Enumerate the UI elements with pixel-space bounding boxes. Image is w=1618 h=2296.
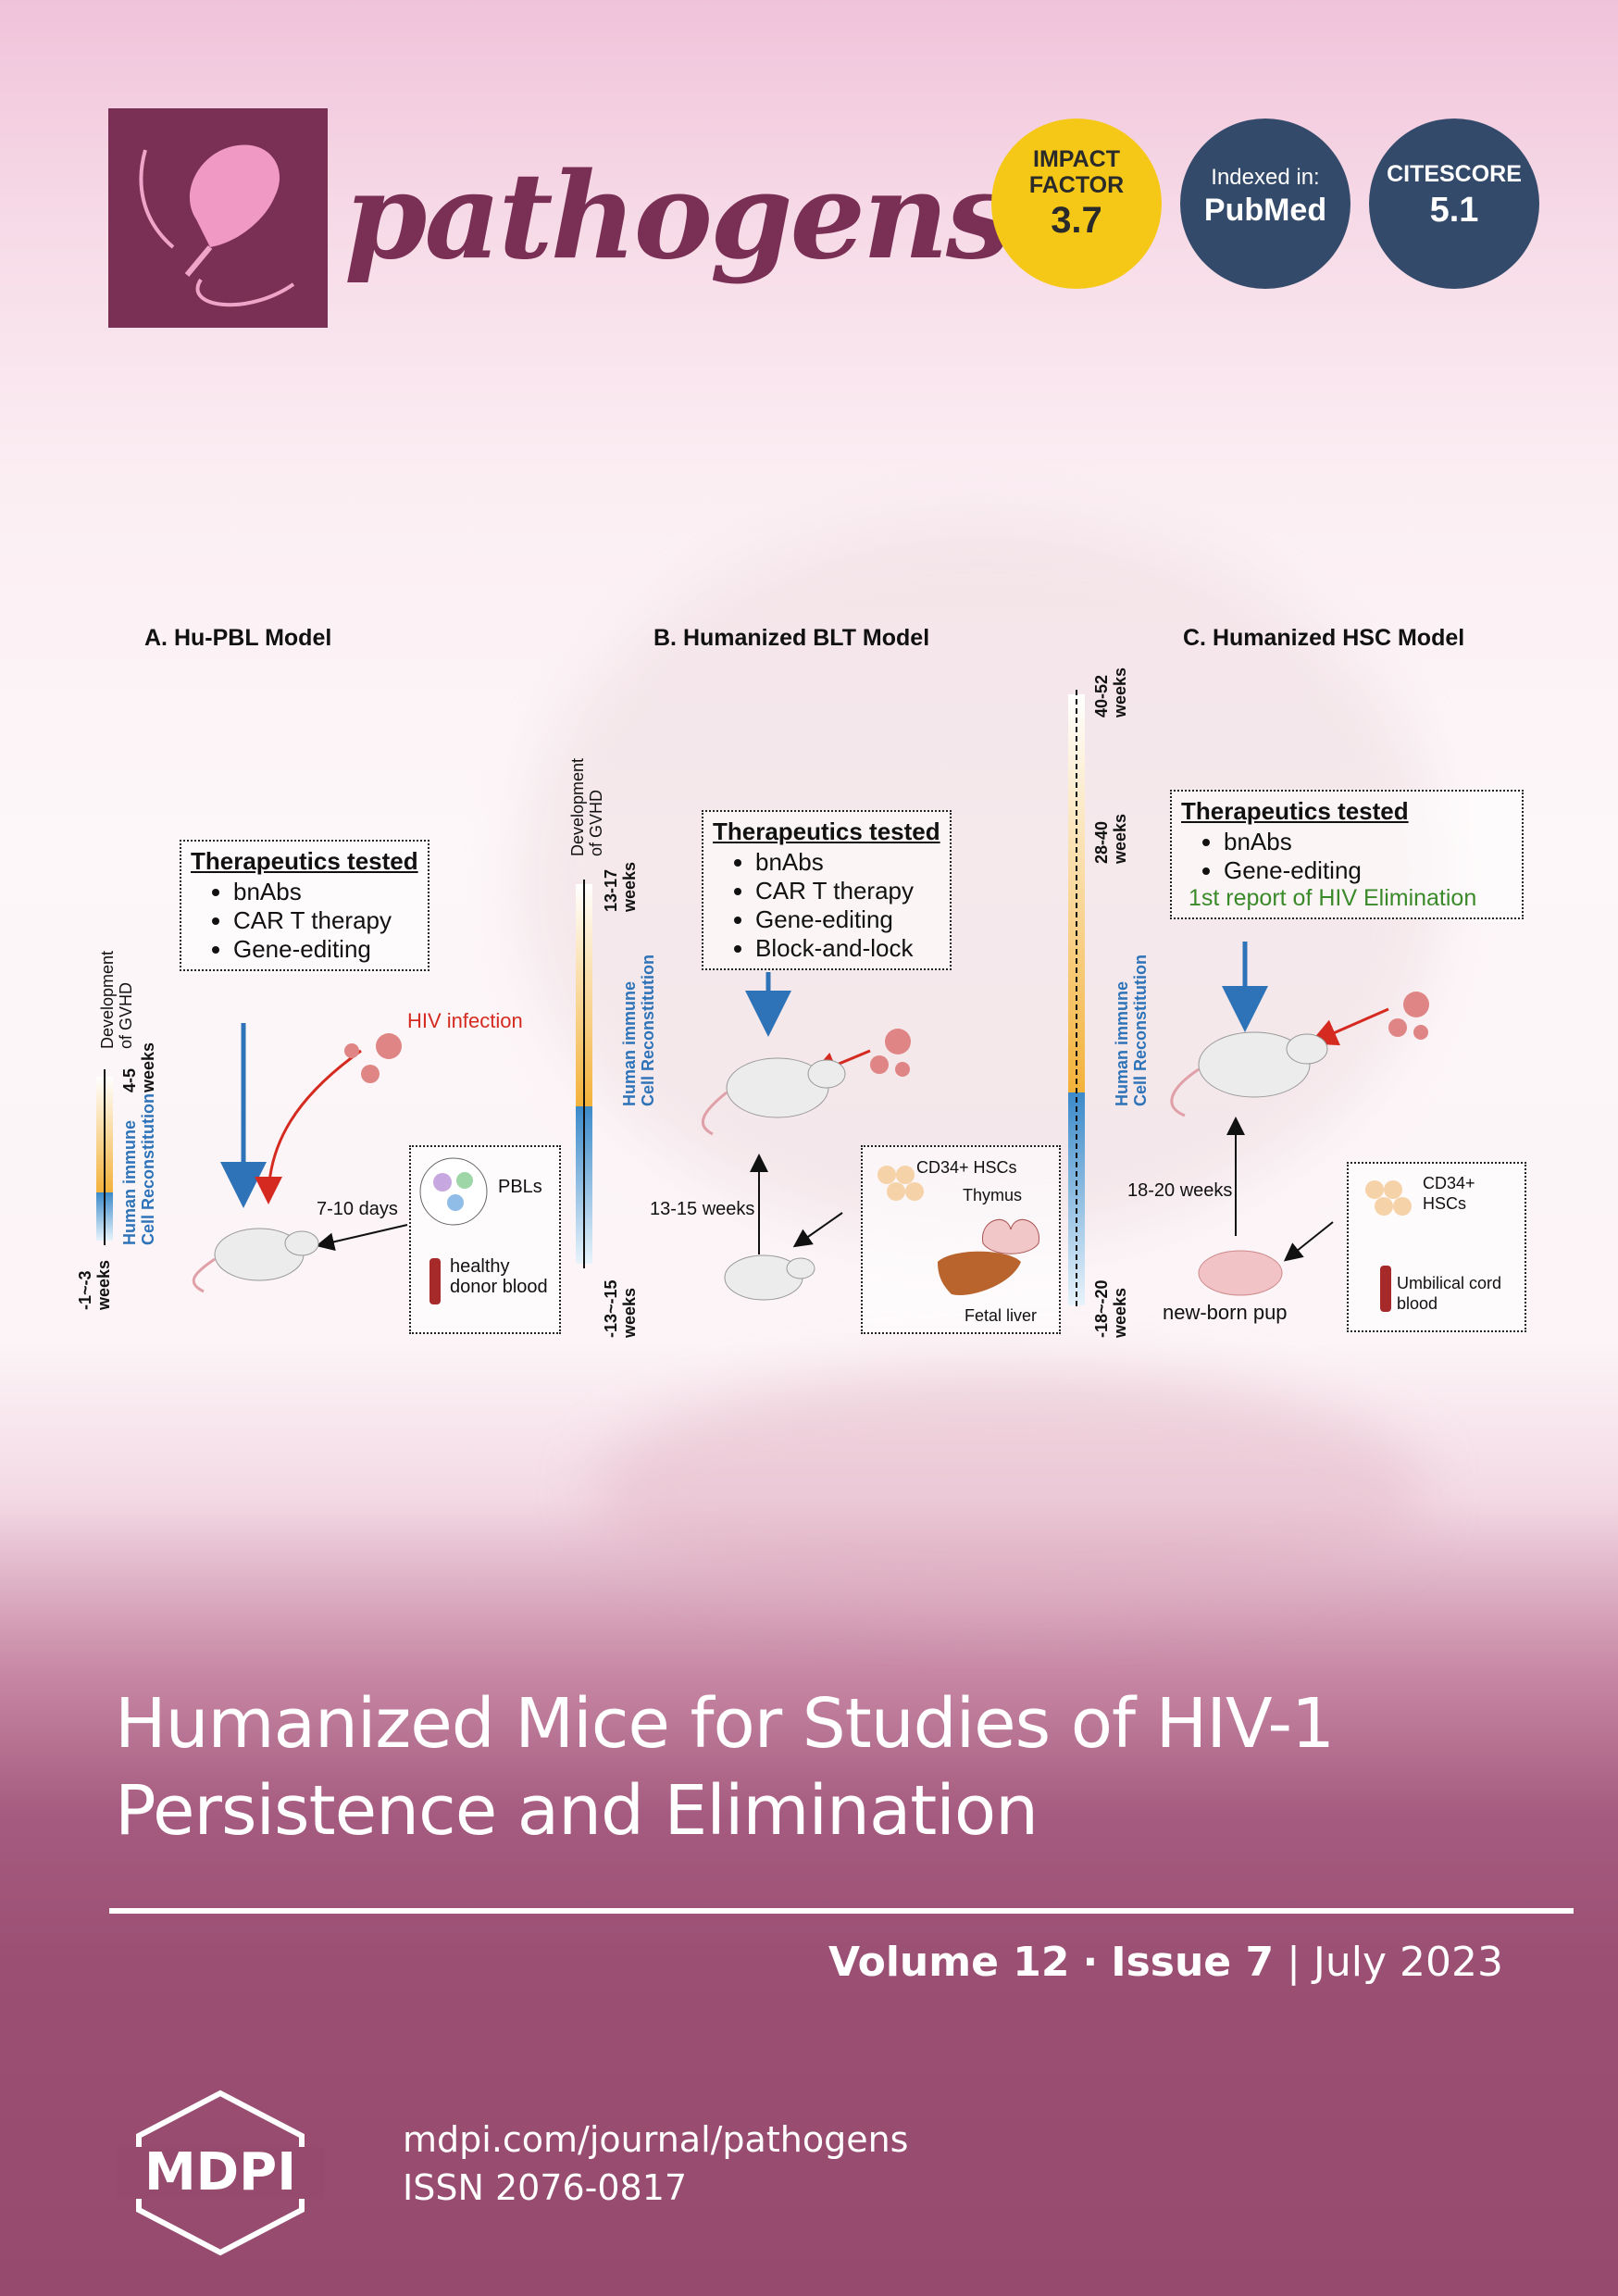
separator-bar: | (1287, 1939, 1301, 1986)
therapeutic-item: Block-and-lock (755, 934, 940, 963)
mouse-icon-c (1170, 1031, 1328, 1117)
hiv-infection-label: HIV infection (407, 1009, 523, 1032)
journal-logo (108, 108, 328, 328)
pup-icon (1198, 1250, 1283, 1296)
separator-dot: · (1082, 1939, 1099, 1986)
therapeutics-box-b: Therapeutics tested bnAbs CAR T therapy … (702, 810, 952, 970)
therapeutics-box-a: Therapeutics tested bnAbs CAR T therapy … (180, 840, 429, 971)
indexed-label: Indexed in: (1211, 165, 1320, 190)
impact-label-2: FACTOR (1028, 172, 1125, 198)
therapeutic-item: Gene-editing (755, 905, 940, 934)
therapeutics-list-c: bnAbs Gene-editing (1181, 828, 1512, 885)
pubmed-label: PubMed (1203, 193, 1327, 228)
journal-name: pathogens (344, 147, 1013, 286)
issue-label: Issue 7 (1111, 1939, 1275, 1986)
journal-url[interactable]: mdpi.com/journal/pathogens (403, 2119, 909, 2160)
pbls-label: PBLs (498, 1177, 542, 1197)
therapeutics-list-b: bnAbs CAR T therapy Gene-editing Block-a… (713, 848, 940, 963)
hsc-label-c: CD34+HSCs (1423, 1174, 1475, 1213)
issue-info: Volume 12 · Issue 7 | July 2023 (828, 1939, 1503, 1986)
elimination-label: 1st report of HIV Elimination (1189, 885, 1477, 911)
hsc-cluster-icon (877, 1166, 924, 1201)
therapeutic-item: CAR T therapy (233, 906, 418, 935)
days-label: 7-10 days (317, 1199, 398, 1219)
liver-icon (938, 1251, 1021, 1295)
article-title-line-2: Persistence and Elimination (115, 1771, 1039, 1851)
cells-icon (419, 1157, 488, 1226)
journal-site: mdpi.com/journal/pathogens ISSN 2076-081… (403, 2115, 908, 2212)
pup-label: new-born pup (1163, 1301, 1288, 1324)
mdpi-logo: MDPI (107, 2090, 334, 2256)
indexed-badge: Indexed in: PubMed (1180, 119, 1350, 289)
mouse-icon-a (192, 1228, 319, 1293)
therapeutic-item: bnAbs (755, 848, 940, 877)
title-divider (109, 1908, 1574, 1914)
virus-icon-b (870, 1029, 911, 1077)
volume-label: Volume 12 (828, 1939, 1070, 1986)
therapeutics-list-a: bnAbs CAR T therapy Gene-editing (191, 878, 418, 964)
article-title: Humanized Mice for Studies of HIV-1 Pers… (115, 1680, 1559, 1854)
blood-tube-icon (1380, 1266, 1391, 1312)
impact-factor-badge: IMPACT FACTOR 3.7 (991, 119, 1162, 289)
therapeutic-item: bnAbs (233, 878, 418, 906)
therapeutic-item: Gene-editing (233, 935, 418, 964)
therapeutic-item: CAR T therapy (755, 877, 940, 905)
date-label: July 2023 (1313, 1939, 1503, 1986)
citescore-value: 5.1 (1429, 191, 1479, 230)
mouse-icon-b-small (724, 1254, 815, 1301)
thymus-icon (982, 1218, 1039, 1254)
article-title-line-1: Humanized Mice for Studies of HIV-1 (115, 1684, 1335, 1764)
weeks-label-b: 13-15 weeks (650, 1199, 755, 1219)
panel-c-title: C. Humanized HSC Model (1183, 625, 1465, 651)
therapeutics-title-a: Therapeutics tested (191, 847, 418, 875)
mdpi-wordmark: MDPI (144, 2142, 296, 2202)
therapeutic-item: Gene-editing (1224, 856, 1512, 885)
hsc-cluster-icon (1365, 1180, 1412, 1216)
therapeutics-title-b: Therapeutics tested (713, 817, 940, 845)
impact-value: 3.7 (1051, 200, 1102, 241)
virus-icon-a (344, 1033, 402, 1083)
mdpi-hexagon-icon: MDPI (117, 2090, 325, 2256)
therapeutics-title-c: Therapeutics tested (1181, 797, 1409, 825)
impact-label-1: IMPACT (1033, 146, 1120, 172)
cover-figure: A. Hu-PBL Model B. Humanized BLT Model C… (76, 606, 1546, 1356)
panel-a-title: A. Hu-PBL Model (144, 625, 332, 651)
weeks-label-c: 18-20 weeks (1127, 1180, 1233, 1201)
citescore-label: CITESCORE (1387, 161, 1522, 187)
liver-label: Fetal liver (965, 1306, 1038, 1325)
hsc-label-b: CD34+ HSCs (916, 1158, 1017, 1177)
citescore-badge: CITESCORE 5.1 (1369, 119, 1539, 289)
issn-label: ISSN 2076-0817 (403, 2167, 688, 2208)
figure-graphics (96, 690, 1429, 1310)
panel-b-title: B. Humanized BLT Model (653, 625, 930, 651)
virus-icon-c (1388, 992, 1429, 1040)
therapeutic-item: bnAbs (1224, 828, 1512, 856)
background-mouse-paws (592, 1370, 1425, 1611)
bacterium-icon (139, 144, 295, 307)
mouse-icon-b (701, 1057, 846, 1136)
thymus-label: Thymus (963, 1186, 1023, 1204)
therapeutics-box-c: Therapeutics tested bnAbs Gene-editing 1… (1170, 790, 1524, 919)
blood-tube-icon (429, 1258, 441, 1304)
blt-source-box: CD34+ HSCs Thymus Fetal liver (861, 1145, 1061, 1334)
